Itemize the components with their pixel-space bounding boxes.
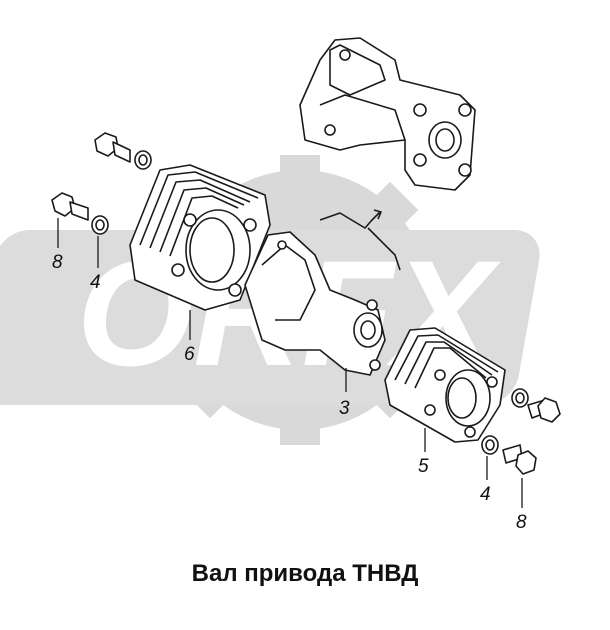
washer-left-4 <box>91 215 109 235</box>
bolt-right-upper <box>511 388 561 423</box>
callout-flange-right: 5 <box>418 456 429 477</box>
callout-bolt-left: 8 <box>52 252 63 273</box>
assembly-arrow <box>319 209 401 271</box>
callout-flange-left: 6 <box>184 344 195 365</box>
callout-bolt-right: 8 <box>516 512 527 533</box>
flange-stack-right-5 <box>384 327 506 443</box>
callout-washer-right: 4 <box>480 484 491 505</box>
flange-stack-left-6 <box>129 164 271 311</box>
bolt-upper-left <box>94 132 152 170</box>
leader-lines <box>57 218 523 508</box>
bolt-left-8 <box>51 192 89 221</box>
drive-shaft-3 <box>244 231 386 376</box>
callout-shaft: 3 <box>339 398 350 419</box>
bolt-right-8 <box>502 444 537 475</box>
callout-washer-left: 4 <box>90 272 101 293</box>
washer-right-4 <box>481 435 499 455</box>
pump-housing <box>299 37 476 191</box>
diagram-caption: Вал привода ТНВД <box>191 560 419 587</box>
